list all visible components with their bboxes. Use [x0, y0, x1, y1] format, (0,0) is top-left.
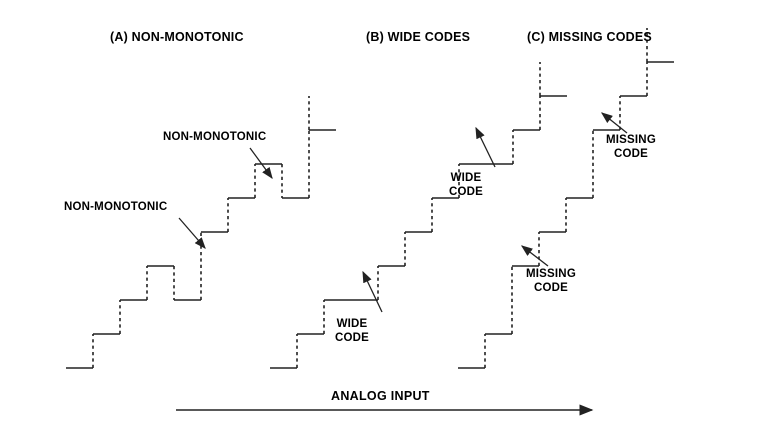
annotation-label-a1: NON-MONOTONIC	[64, 200, 167, 214]
annotation-label-line1: WIDE	[336, 318, 368, 330]
annotation-label-line2: CODE	[613, 148, 648, 160]
annotation-label-b2: WIDE CODE	[449, 171, 483, 199]
annotation-label-line2: CODE	[335, 332, 370, 344]
annotation-arrow-c2	[600, 112, 628, 134]
annotation-label-line2: CODE	[533, 282, 568, 294]
annotation-label-line2: CODE	[449, 186, 484, 198]
annotation-arrow-a2	[249, 147, 273, 180]
axis-label: ANALOG INPUT	[331, 389, 430, 403]
annotation-label-line1: MISSING	[526, 268, 576, 280]
annotation-label-a2: NON-MONOTONIC	[163, 130, 266, 144]
staircase-a	[66, 96, 336, 369]
annotation-label-c1: MISSING CODE	[526, 267, 576, 295]
annotation-label-line1: WIDE	[450, 172, 482, 184]
annotation-label-b1: WIDE CODE	[335, 317, 369, 345]
annotation-label-line1: MISSING	[606, 134, 656, 146]
annotation-arrow-b2	[475, 126, 496, 168]
annotation-arrows	[178, 112, 628, 313]
annotation-label-line1: NON-MONOTONIC	[163, 131, 267, 143]
staircase-b	[270, 62, 567, 369]
annotation-label-line1: NON-MONOTONIC	[64, 201, 168, 213]
annotation-arrow-b1	[362, 270, 383, 313]
annotation-arrow-a1	[178, 217, 206, 249]
annotation-label-c2: MISSING CODE	[606, 133, 656, 161]
panel-title-c: (C) MISSING CODES	[527, 30, 652, 44]
annotation-arrow-c1	[520, 245, 549, 267]
panel-title-a: (A) NON-MONOTONIC	[110, 30, 244, 44]
panel-title-b: (B) WIDE CODES	[366, 30, 471, 44]
staircase-c	[458, 28, 674, 369]
staircase-group	[66, 28, 674, 369]
